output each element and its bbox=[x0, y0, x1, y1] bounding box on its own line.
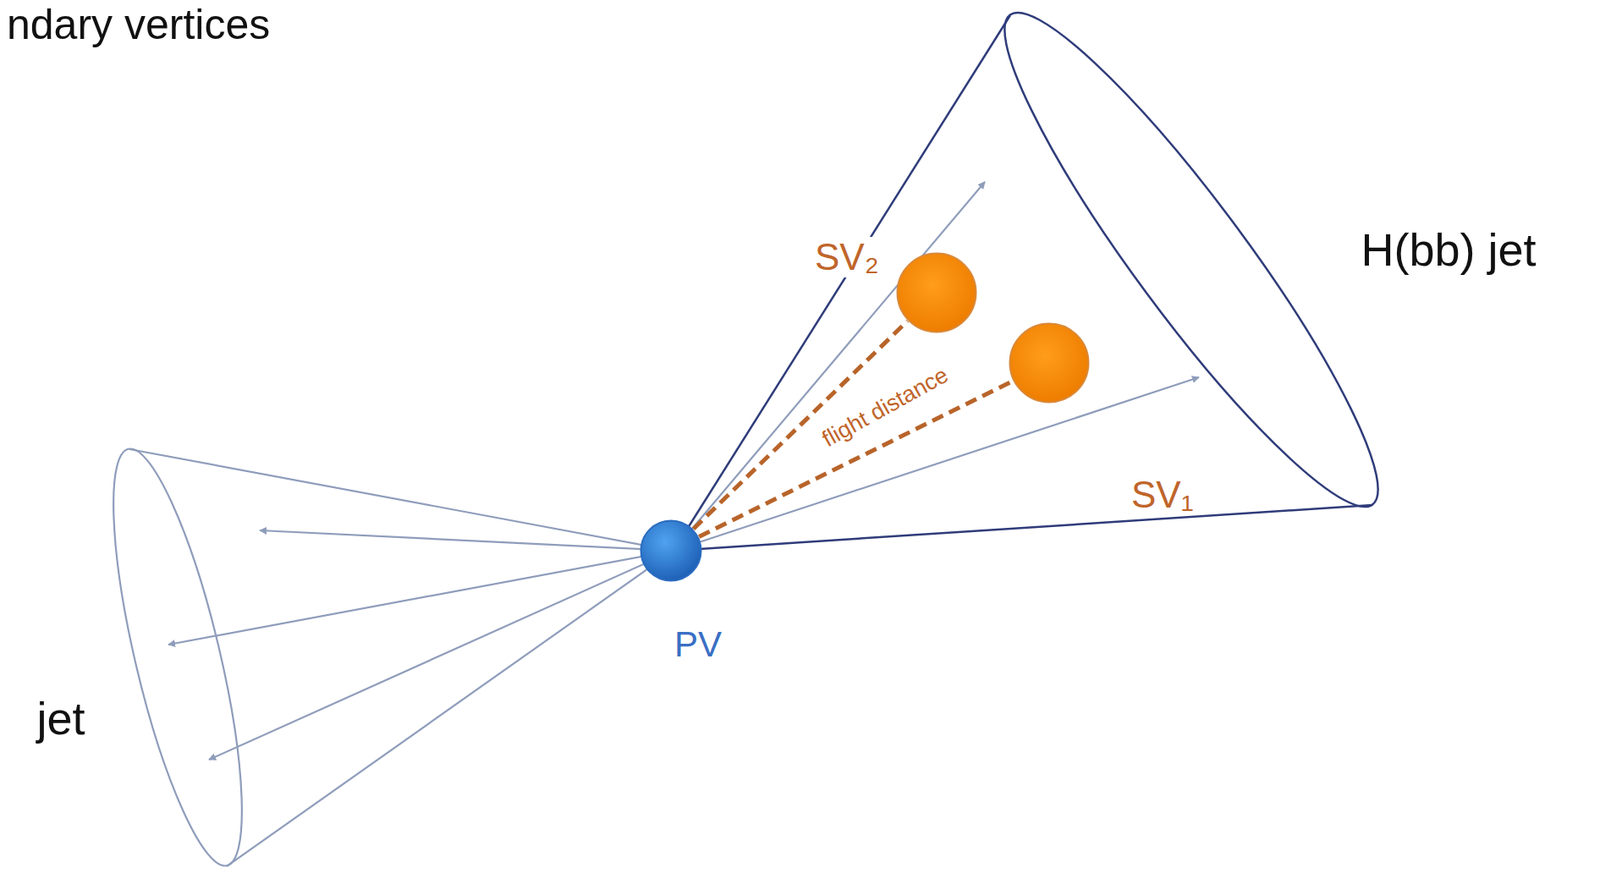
circle-outline bbox=[897, 253, 977, 333]
vertex-label: SV₁ bbox=[1127, 474, 1198, 516]
flight-distance-label: flight distance bbox=[815, 361, 957, 455]
hbb-jet-cone bbox=[673, 0, 1418, 551]
vertex-label: PV bbox=[670, 625, 726, 665]
circle-shape bbox=[1008, 322, 1090, 404]
jet-label: jet bbox=[32, 693, 88, 744]
circle-shape bbox=[896, 252, 978, 334]
dashed-line bbox=[698, 380, 1013, 537]
circle-outline bbox=[641, 521, 702, 582]
circle-outline bbox=[1010, 324, 1089, 403]
secondary-vertex: SV₁ bbox=[1008, 322, 1090, 404]
secondary-vertex: SV₂ bbox=[896, 252, 978, 334]
track-arrows bbox=[168, 181, 1199, 760]
circle-shape bbox=[639, 519, 703, 583]
recoil-jet-cone bbox=[87, 439, 674, 873]
heading-fragment: ndary vertices bbox=[3, 1, 274, 49]
vertex-label: SV₂ bbox=[811, 236, 883, 278]
flight-distance-line bbox=[698, 380, 1013, 537]
primary-vertex: PV bbox=[639, 519, 703, 583]
jet-label: H(bb) jet bbox=[1357, 225, 1540, 275]
